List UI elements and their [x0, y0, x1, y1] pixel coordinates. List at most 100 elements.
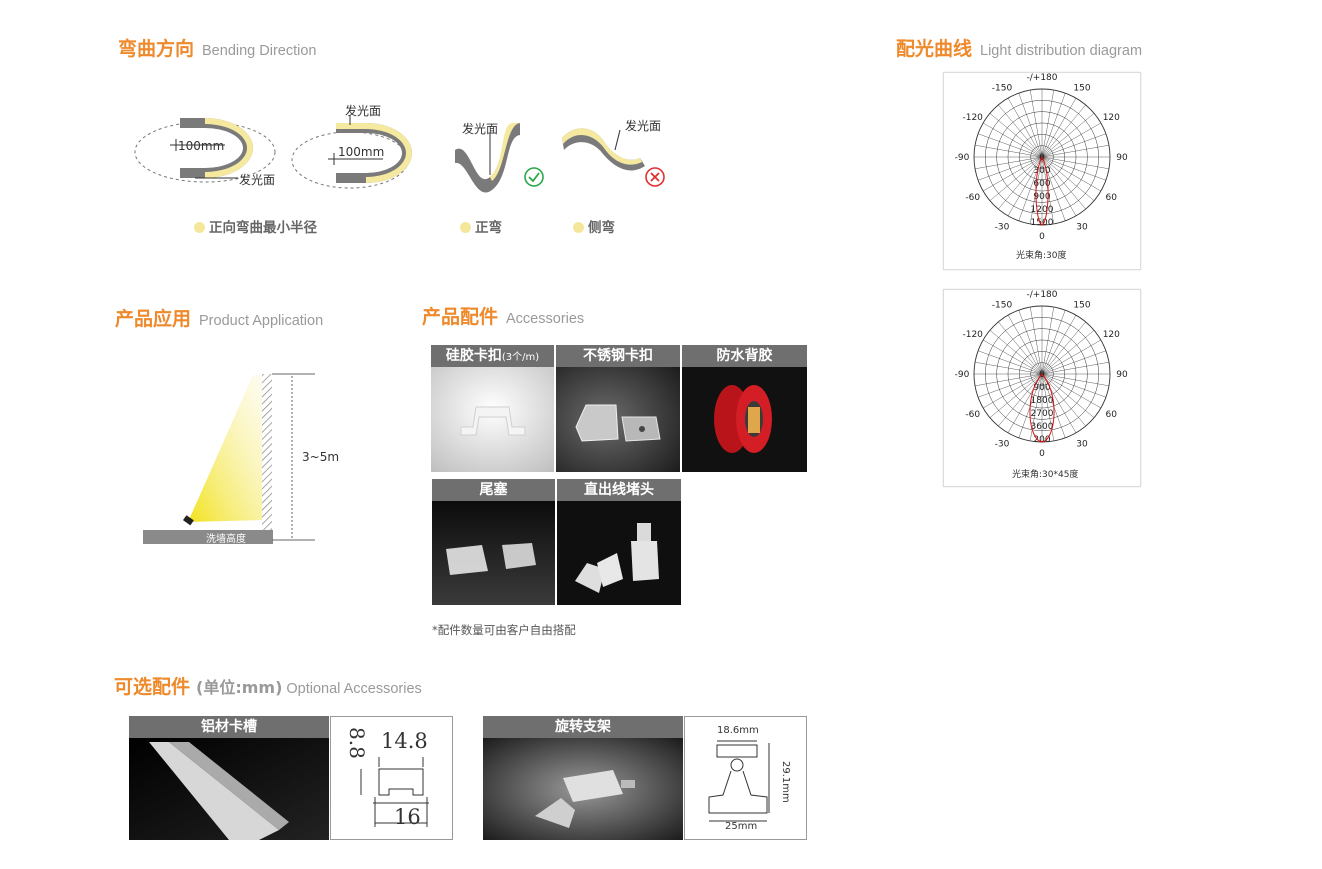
accessory-silicone-clip: 硅胶卡扣(3个/m) — [431, 345, 554, 472]
check-circle-icon — [524, 167, 544, 187]
angle-label-neg30: -30 — [995, 222, 1010, 232]
accessories-title-en: Accessories — [506, 311, 585, 327]
angle-label-neg150: -150 — [992, 84, 1013, 94]
optional-label: 旋转支架 — [483, 716, 683, 738]
accessory-label: 硅胶卡扣(3个/m) — [431, 345, 554, 367]
light-title-cn: 配光曲线 — [896, 38, 973, 60]
beam-angle-label-2: 光束角:30*45度 — [1012, 470, 1079, 480]
bullet-side-bend: 侧弯 — [573, 216, 615, 236]
light-section-title: 配光曲线 Light distribution diagram — [896, 34, 1142, 61]
bend-radius-label-1: 100mm — [178, 139, 225, 153]
ring-label: 0 — [1039, 370, 1045, 380]
bending-title-cn: 弯曲方向 — [118, 38, 195, 60]
rotating-bracket-photo — [483, 738, 683, 840]
light-title-en: Light distribution diagram — [980, 43, 1143, 59]
angle-label-0: 0 — [1039, 449, 1045, 459]
angle-label-60: 60 — [1106, 193, 1118, 203]
bracket-top-width-dim: 18.6mm — [717, 725, 759, 736]
application-title-en: Product Application — [199, 313, 324, 329]
polar-diagram-2: -/+180150120906030-150-120-90-60-3000900… — [955, 290, 1128, 459]
optional-rotating-bracket: 旋转支架 — [483, 716, 683, 840]
bend-radius-diagram-1 — [134, 118, 276, 183]
optional-title-en: Optional Accessories — [286, 681, 422, 697]
angle-label-60: 60 — [1106, 410, 1118, 420]
end-cap-photo — [432, 501, 555, 605]
channel-top-width-dim: 14.8 — [381, 729, 428, 753]
wall-height-label: 3~5m — [302, 450, 340, 464]
emit-face-label-1: 发光面 — [239, 173, 276, 187]
wall-wash-floor-label: 洗墙高度 — [206, 534, 246, 545]
bending-title-en: Bending Direction — [202, 43, 317, 59]
emit-face-label-2: 发光面 — [345, 104, 382, 118]
accessory-label: 防水背胶 — [682, 345, 807, 367]
steel-clip-photo — [556, 367, 680, 472]
polar-diagram-1: -/+180150120906030-150-120-90-60-3000300… — [955, 73, 1128, 242]
ring-label: 900 — [1033, 192, 1050, 202]
ring-label: 1500 — [1031, 218, 1054, 228]
silicone-clip-photo — [431, 367, 554, 472]
emit-face-label-3: 发光面 — [462, 122, 499, 136]
angle-label-neg90: -90 — [955, 153, 970, 163]
correct-bend-diagram — [455, 123, 520, 193]
bracket-bottom-width-dim: 25mm — [725, 821, 758, 832]
rotating-bracket-section — [708, 740, 770, 822]
bend-radius-label-2: 100mm — [338, 145, 385, 159]
angle-label-neg30: -30 — [995, 439, 1010, 449]
accessory-steel-clip: 不锈钢卡扣 — [556, 345, 680, 472]
angle-label-150: 150 — [1073, 84, 1090, 94]
distribution-curve — [1035, 155, 1049, 226]
bullet-forward-bend: 正弯 — [460, 216, 502, 236]
beam-angle-label-1: 光束角:30度 — [1016, 251, 1067, 261]
wall-wash-diagram — [143, 373, 315, 544]
accessory-end-cap: 尾塞 — [432, 479, 555, 605]
angle-label-neg60: -60 — [965, 193, 980, 203]
rotating-bracket-drawing: 18.6mm 29.1mm 25mm — [684, 716, 807, 840]
x-circle-icon — [645, 167, 665, 187]
side-bend-diagram — [562, 128, 645, 171]
angle-label-90: 90 — [1116, 370, 1128, 380]
accessory-direct-outlet-cap: 直出线堵头 — [557, 479, 681, 605]
ring-label: 1800 — [1031, 396, 1054, 406]
accessory-label: 尾塞 — [432, 479, 555, 501]
angle-label-neg120: -120 — [962, 330, 983, 340]
angle-label-0: 0 — [1039, 232, 1045, 242]
bullet-min-radius: 正向弯曲最小半径 — [194, 216, 317, 236]
ring-label: 600 — [1033, 179, 1050, 189]
optional-aluminum-channel: 铝材卡槽 — [129, 716, 329, 840]
aluminum-channel-photo — [129, 738, 329, 840]
direct-outlet-cap-photo — [557, 501, 681, 605]
distribution-curve — [1029, 373, 1055, 443]
ring-label: 2700 — [1031, 409, 1054, 419]
application-title-cn: 产品应用 — [115, 308, 192, 330]
bracket-height-dim: 29.1mm — [780, 761, 791, 803]
optional-title-cn: 可选配件 — [114, 676, 191, 698]
aluminum-channel-drawing: 8.8 14.8 16 — [330, 716, 453, 840]
channel-bottom-width-dim: 16 — [394, 805, 421, 829]
ring-label: 900 — [1033, 383, 1050, 393]
angle-label-150: 150 — [1073, 301, 1090, 311]
optional-label: 铝材卡槽 — [129, 716, 329, 738]
angle-label-neg90: -90 — [955, 370, 970, 380]
angle-label-90: 90 — [1116, 153, 1128, 163]
tape-roll-photo — [682, 367, 807, 472]
application-section-title: 产品应用 Product Application — [115, 304, 323, 331]
aluminum-channel-section — [360, 757, 429, 827]
optional-unit: (单位:mm) — [196, 678, 283, 697]
ring-label: 200 — [1033, 435, 1050, 445]
accessory-label: 直出线堵头 — [557, 479, 681, 501]
bend-radius-diagram-2 — [291, 115, 412, 189]
angle-label-120: 120 — [1103, 330, 1120, 340]
angle-label-120: 120 — [1103, 113, 1120, 123]
angle-label-30: 30 — [1076, 439, 1088, 449]
angle-label-180: -/+180 — [1027, 73, 1058, 83]
angle-label-neg60: -60 — [965, 410, 980, 420]
ring-label: 1200 — [1031, 205, 1054, 215]
accessory-label: 不锈钢卡扣 — [556, 345, 680, 367]
emit-face-label-4: 发光面 — [625, 119, 662, 133]
optional-section-title: 可选配件 (单位:mm)Optional Accessories — [114, 672, 422, 699]
angle-label-neg120: -120 — [962, 113, 983, 123]
ring-label: 300 — [1033, 166, 1050, 176]
accessory-waterproof-tape: 防水背胶 — [682, 345, 807, 472]
accessories-title-cn: 产品配件 — [422, 306, 499, 328]
